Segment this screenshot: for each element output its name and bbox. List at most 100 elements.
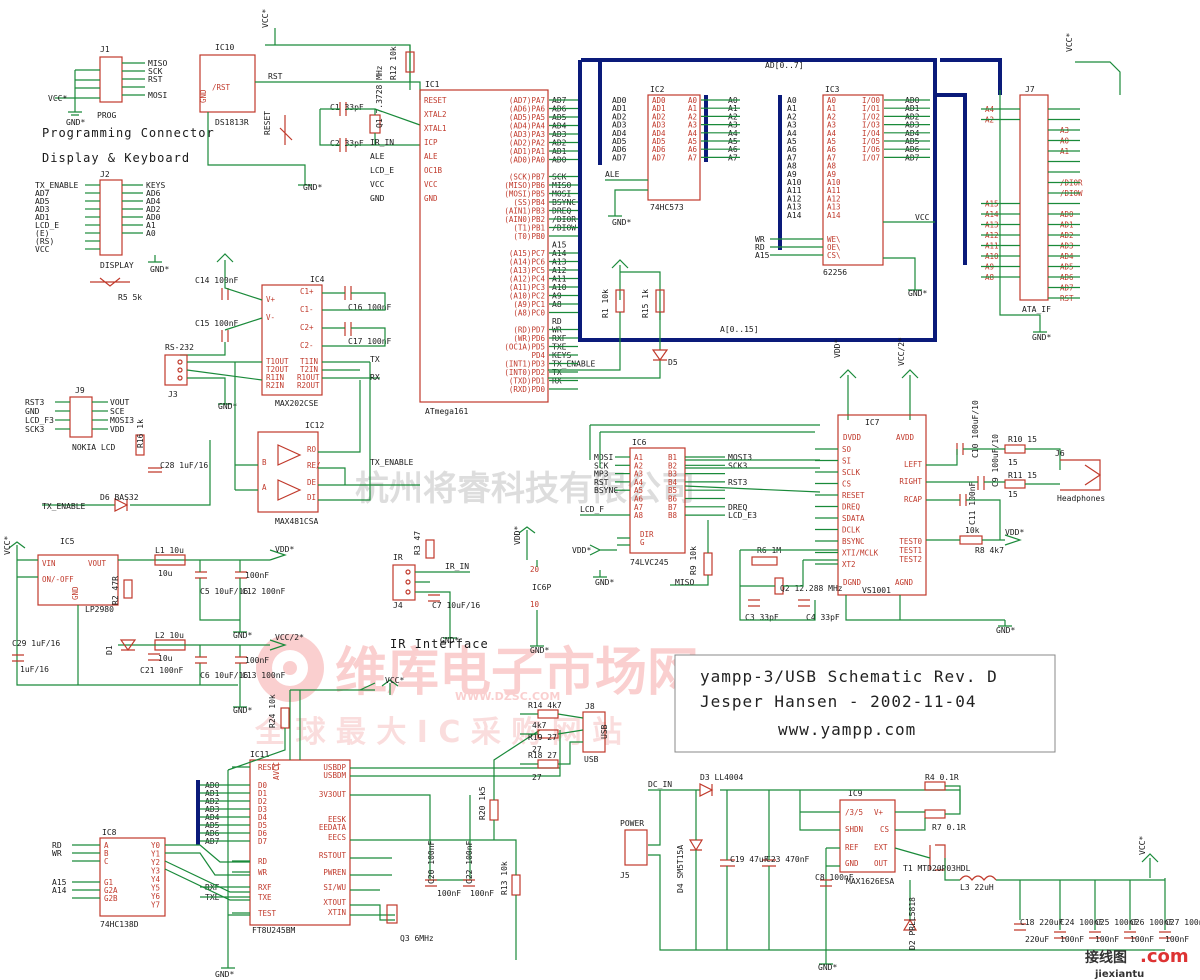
watermark-slogan: 全 球 最 大 I C 采 购 网 站 bbox=[254, 715, 622, 750]
ic2-right-pin-0: A0 bbox=[688, 96, 698, 105]
r13-label: R13 10k bbox=[500, 861, 509, 895]
ic8-right-pin-0: Y0 bbox=[151, 841, 161, 850]
ic6-right-net-6: DREQ bbox=[728, 503, 747, 512]
svg-text:TX: TX bbox=[370, 355, 380, 364]
ic6-part: 74LVC245 bbox=[630, 558, 669, 567]
svg-text:100nF: 100nF bbox=[1165, 935, 1189, 944]
display-keyboard-label: Display & Keyboard bbox=[42, 151, 190, 165]
ic7-left-pin-1: SI bbox=[842, 457, 851, 466]
ground-symbols: GND* GND* GND* GND* GND* GND* GND* GND* … bbox=[66, 105, 1051, 979]
ic5-part: LP2980 bbox=[85, 605, 114, 614]
svg-text:CS: CS bbox=[880, 825, 890, 834]
svg-text:T2OUT: T2OUT bbox=[266, 365, 289, 374]
ic11-left-pin-4: D3 bbox=[258, 805, 267, 814]
svg-text:GND: GND bbox=[71, 586, 80, 600]
c28-label: C28 1uF/16 bbox=[160, 461, 208, 470]
ic3-left-pin-10: A10 bbox=[827, 178, 841, 187]
svg-text:1uF/16: 1uF/16 bbox=[20, 665, 49, 674]
ic2-left-net-0: AD0 bbox=[612, 96, 627, 105]
svg-text:R1IN: R1IN bbox=[266, 373, 284, 382]
led-status: R1 10k R15 1k D5 bbox=[548, 289, 678, 379]
j2-display-connector: J2 DISPLAY TX_ENABLEAD7AD5AD3AD1LCD_E(E)… bbox=[35, 170, 165, 302]
q2-label: Q2 12.288 MHz bbox=[780, 584, 843, 593]
ic1-right-pin-31: (INT1)PD3 bbox=[504, 360, 545, 369]
ic6-left-net-4: BSYNC bbox=[594, 486, 618, 495]
ic6-a-pin-6: A7 bbox=[634, 503, 643, 512]
rst-net: RST bbox=[268, 72, 283, 81]
j5-ref: J5 bbox=[620, 871, 630, 880]
ic6-a-pin-7: A8 bbox=[634, 511, 644, 520]
ic3-ctrl-1: OE\ bbox=[827, 243, 841, 252]
ic5-vin: VIN bbox=[42, 559, 56, 568]
ic10-part: DS1813R bbox=[215, 118, 249, 127]
d2-label: D2 PRLL5818 bbox=[908, 897, 917, 950]
ic11-right-pin-7: PWREN bbox=[323, 868, 346, 877]
vcc-top-label: VCC* bbox=[261, 9, 270, 28]
svg-text:100nF: 100nF bbox=[470, 889, 494, 898]
c3-label: C3 33pF bbox=[745, 613, 779, 622]
data-bus: AD[0..7] A[0..15] bbox=[196, 58, 1002, 845]
ic8-left-net-3: A15 bbox=[52, 878, 67, 887]
ic1-right-pin-22: (A11)PC3 bbox=[509, 283, 545, 292]
ic3-left-net-5: A5 bbox=[787, 137, 797, 146]
c16-label: C16 100nF bbox=[348, 303, 392, 312]
ic2-left-pin-1: AD1 bbox=[652, 104, 666, 113]
ic11-left-pin-3: D2 bbox=[258, 797, 267, 806]
svg-text:DI: DI bbox=[307, 493, 316, 502]
ic1-right-pin-32: (INT0)PD2 bbox=[504, 368, 545, 377]
j9-left-net-3: SCK3 bbox=[25, 425, 44, 434]
ic3-left-net-7: A7 bbox=[787, 153, 797, 162]
c17-label: C17 100nF bbox=[348, 337, 392, 346]
ic2-left-net-3: AD3 bbox=[612, 121, 627, 130]
ic2-ref: IC2 bbox=[650, 85, 665, 94]
ic5-vout: VOUT bbox=[88, 559, 107, 568]
ic3-left-pin-4: A4 bbox=[827, 129, 837, 138]
ic4-max202: IC4 MAX202CSE V+V- C1+C1- C2+C2- T1OUTT2… bbox=[180, 275, 392, 408]
ic1-left-pin-5: OC1B bbox=[424, 166, 443, 175]
ic1-left-net-4: ALE bbox=[370, 152, 385, 161]
ic3-left-net-8: A8 bbox=[787, 162, 797, 171]
c27-label: C27 100nF bbox=[1165, 918, 1200, 927]
ic11-ref: IC11 bbox=[250, 750, 269, 759]
watermark-brand: 维库电子市场网 bbox=[335, 643, 699, 703]
r12-label: R12 10k bbox=[389, 46, 398, 80]
ic6-b-pin-6: B7 bbox=[668, 503, 677, 512]
ic3-ctrl-0: WE\ bbox=[827, 235, 841, 244]
ic2-latch: IC2 74HC573 AD0AD0AD1AD1AD2AD2AD3AD3AD4A… bbox=[605, 85, 740, 212]
ic6-left-net-0: MOSI bbox=[594, 453, 613, 462]
ic11-right-pin-4: EEDATA bbox=[319, 823, 347, 832]
ic7-left-pin-10: XT2 bbox=[842, 560, 856, 569]
svg-text:C1-: C1- bbox=[300, 305, 314, 314]
ic7-left-pin-4: RESET bbox=[842, 491, 865, 500]
ic8-part: 74HC138D bbox=[100, 920, 139, 929]
ic8-right-pin-7: Y7 bbox=[151, 901, 160, 910]
c25-label: C25 100nF bbox=[1095, 918, 1139, 927]
d3-label: D3 LL4004 bbox=[700, 773, 744, 782]
j2-left-net-1: AD7 bbox=[35, 189, 50, 198]
ic5-ref: IC5 bbox=[60, 537, 75, 546]
svg-text:DGND: DGND bbox=[843, 578, 862, 587]
svg-text:27: 27 bbox=[532, 745, 542, 754]
power-rails: VCC* VCC* VDD* VCC/2* VDD* VCC/2* VDD* V… bbox=[3, 9, 1159, 878]
svg-text:220uF: 220uF bbox=[1025, 935, 1049, 944]
ic6-left-net-2: MP3 bbox=[594, 470, 609, 479]
j9-ref: J9 bbox=[75, 386, 85, 395]
vcc2-ldo-label: VCC/2* bbox=[275, 633, 304, 642]
corner-watermark: 接线图 .com jiexiantu bbox=[1085, 946, 1189, 980]
xtal-vs1001: R6 1M Q2 12.288 MHz C3 33pF C4 33pF bbox=[739, 546, 843, 622]
j2-right-net-4: AD0 bbox=[146, 213, 161, 222]
c10-label: C10 100uF/10 bbox=[971, 400, 980, 458]
ic3-left-net-12: A12 bbox=[787, 194, 802, 203]
j2-right-net-6: A0 bbox=[146, 229, 156, 238]
ic1-right-pin-34: (RXD)PD0 bbox=[509, 385, 546, 394]
svg-text:100nF: 100nF bbox=[1095, 935, 1119, 944]
bus-label-ad: AD[0..7] bbox=[765, 61, 804, 70]
ic1-right-pin-29: (OC1A)PD5 bbox=[504, 343, 545, 352]
ic1-atmega161: IC1 ATmega161 RESETXTAL2XTAL1ICPIR_INALE… bbox=[370, 80, 596, 416]
svg-text:G: G bbox=[640, 538, 645, 547]
ic3-left-net-11: A11 bbox=[787, 186, 802, 195]
ic1-right-pin-16: (T0)PB0 bbox=[513, 232, 545, 241]
j9-right-net-1: SCE bbox=[110, 407, 125, 416]
